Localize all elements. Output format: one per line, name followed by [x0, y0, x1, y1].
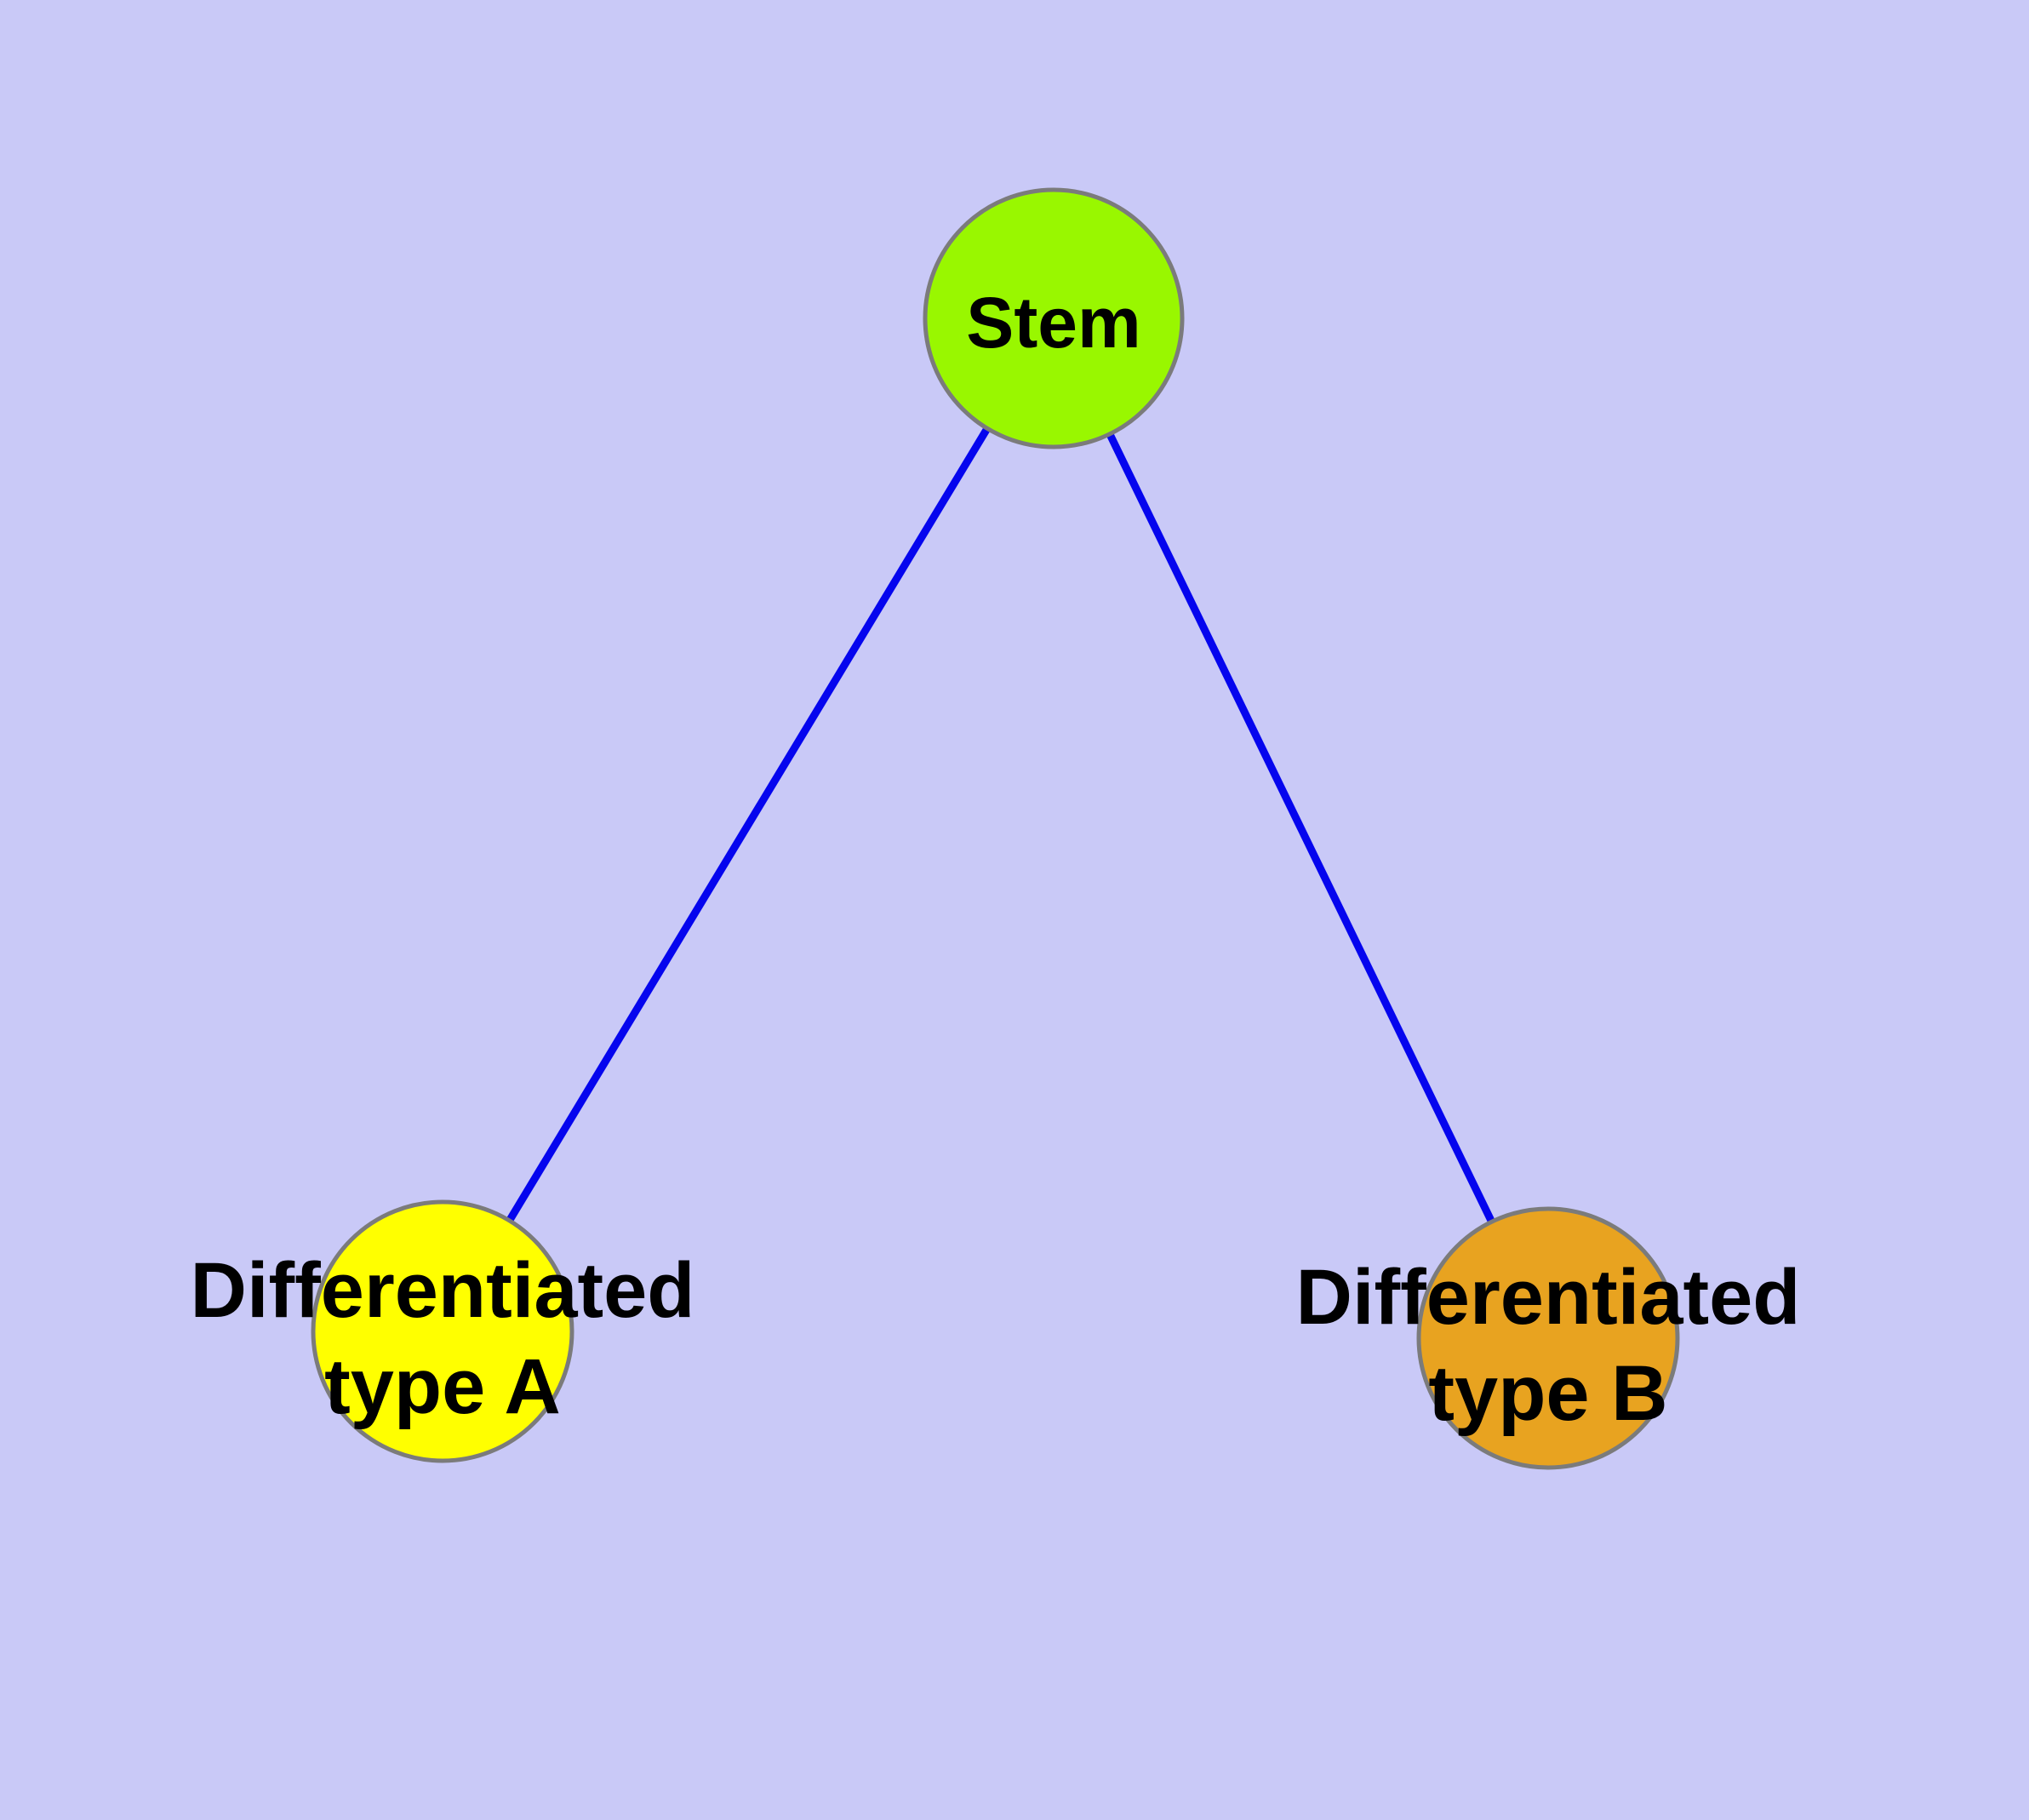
edge-layer — [439, 316, 1552, 1340]
node-type-a-label-line1: Differentiated — [191, 1247, 695, 1334]
label-layer: Stem Differentiated type A Differentiate… — [191, 283, 1801, 1437]
node-type-b-label-line2: type B — [1428, 1350, 1667, 1437]
node-stem-label: Stem — [966, 283, 1140, 363]
node-differentiated-type-a — [311, 1199, 574, 1463]
node-layer — [311, 187, 1680, 1470]
node-differentiated-type-b — [1416, 1206, 1680, 1470]
node-type-b-label-line1: Differentiated — [1296, 1254, 1801, 1341]
edge-stem-to-type-b — [1049, 317, 1552, 1340]
node-type-a-label-line2: type A — [324, 1343, 561, 1430]
node-stem — [923, 187, 1185, 449]
edge-stem-to-type-a — [439, 316, 1057, 1334]
